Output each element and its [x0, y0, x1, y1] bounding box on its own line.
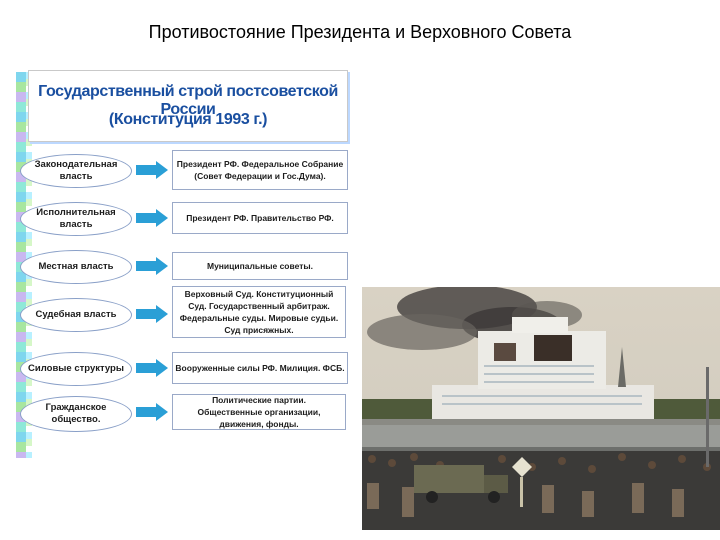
diagram-header: Государственный строй постсоветской Росс…	[28, 70, 348, 142]
white-house-photo	[362, 287, 720, 530]
right-arrow-icon	[136, 209, 168, 227]
right-arrow-icon	[136, 257, 168, 275]
bodies-box: Муниципальные советы.	[172, 252, 348, 280]
branch-ellipse: Местная власть	[20, 250, 132, 284]
right-arrow-icon	[136, 305, 168, 323]
branch-ellipse: Исполнительная власть	[20, 202, 132, 236]
bodies-box: Президент РФ. Правительство РФ.	[172, 202, 348, 234]
bodies-box: Вооруженные силы РФ. Милиция. ФСБ.	[172, 352, 348, 384]
branch-ellipse: Судебная власть	[20, 298, 132, 332]
branch-row: Гражданское общество. Политические парти…	[16, 396, 348, 436]
branch-row: Местная власть Муниципальные советы.	[16, 250, 348, 290]
branch-ellipse: Силовые структуры	[20, 352, 132, 386]
branch-row: Силовые структуры Вооруженные силы РФ. М…	[16, 352, 348, 392]
branch-ellipse: Законодательная власть	[20, 154, 132, 188]
diagram-header-subtitle: (Конституция 1993 г.)	[29, 111, 347, 129]
branch-row: Законодательная власть Президент РФ. Фед…	[16, 154, 348, 194]
bodies-box: Политические партии. Общественные органи…	[172, 394, 346, 430]
bodies-box: Президент РФ. Федеральное Собрание (Сове…	[172, 150, 348, 190]
right-arrow-icon	[136, 403, 168, 421]
branch-ellipse: Гражданское общество.	[20, 396, 132, 432]
slide-title: Противостояние Президента и Верховного С…	[0, 22, 720, 43]
state-structure-diagram: Государственный строй постсоветской Росс…	[16, 68, 348, 460]
branch-row: Судебная власть Верховный Суд. Конституц…	[16, 298, 348, 338]
bodies-box: Верховный Суд. Конституционный Суд. Госу…	[172, 286, 346, 338]
branch-row: Исполнительная власть Президент РФ. Прав…	[16, 202, 348, 242]
right-arrow-icon	[136, 161, 168, 179]
right-arrow-icon	[136, 359, 168, 377]
